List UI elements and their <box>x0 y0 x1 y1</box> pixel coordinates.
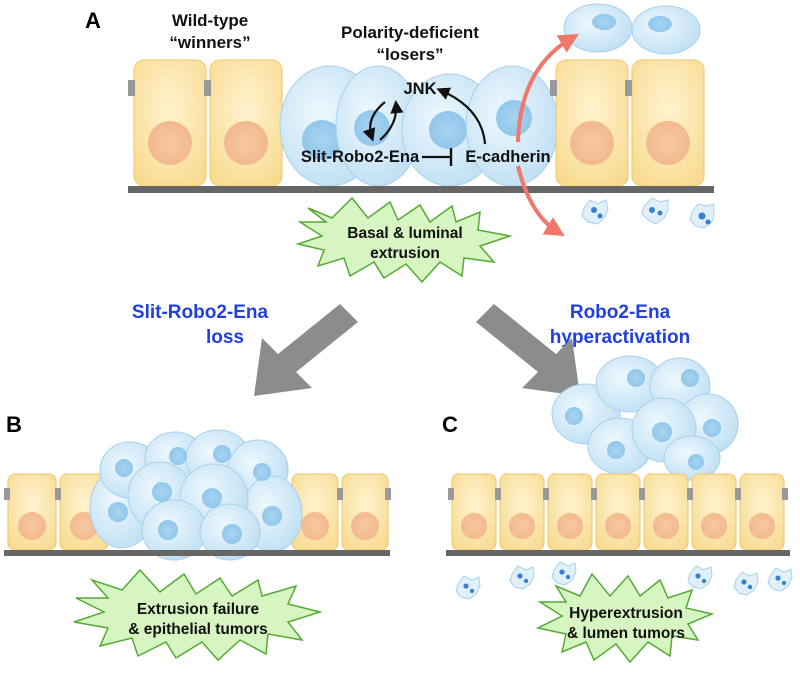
luminal-extrusion-arrow <box>516 33 579 143</box>
lumen-tumor-cluster <box>551 355 739 481</box>
basal-extrusion-arrow <box>516 165 565 237</box>
winner-cell <box>691 473 737 551</box>
ecadherin-to-jnk-arrow <box>436 87 487 145</box>
transition-left: Slit-Robo2-Ena loss <box>132 302 358 396</box>
burst-basal-luminal <box>295 196 513 284</box>
basement-membrane <box>4 550 390 556</box>
burst-b-line2: & epithelial tumors <box>128 621 268 638</box>
winner-cell <box>341 473 389 551</box>
winner-cell <box>499 473 545 551</box>
winner-cell <box>595 473 641 551</box>
inhibition-arrow <box>422 148 453 166</box>
losers-label-line2: “losers” <box>376 45 443 64</box>
winner-cell <box>133 59 207 187</box>
apoptotic-fragment <box>767 567 793 592</box>
transition-right: Robo2-Ena hyperactivation <box>476 302 690 396</box>
cell-junction <box>4 488 10 500</box>
winners-label-line2: “winners” <box>169 33 250 52</box>
cell-junction <box>337 488 343 500</box>
down-right-arrow <box>476 304 580 396</box>
right-arrow-label-line2: hyperactivation <box>550 327 690 348</box>
burst-b-line1: Extrusion failure <box>137 601 260 618</box>
losers-label-line1: Polarity-deficient <box>341 23 479 42</box>
cell-junction <box>448 488 454 500</box>
winners-label-line1: Wild-type <box>172 11 248 30</box>
apoptotic-fragment <box>551 561 577 586</box>
cell-junction <box>543 488 549 500</box>
cell-junction <box>639 488 645 500</box>
burst-c-line1: Hyperextrusion <box>569 605 683 622</box>
panel-a: A Wild-type “winners” Polarity-deficient… <box>85 3 715 284</box>
cell-junction <box>55 488 61 500</box>
right-arrow-label-line1: Robo2-Ena <box>570 302 671 323</box>
cell-junction <box>204 80 211 96</box>
winner-cell <box>631 59 705 187</box>
extruded-loser-cell <box>563 3 633 53</box>
slit-to-jnk-arrow <box>362 101 386 142</box>
burst-extrusion-failure <box>73 568 323 662</box>
cell-junction <box>495 488 501 500</box>
basement-membrane <box>446 550 790 556</box>
basement-membrane <box>128 186 714 193</box>
winner-cell <box>547 473 593 551</box>
winner-cell <box>209 59 283 187</box>
burst-a-line2: extrusion <box>370 245 440 262</box>
cell-junction <box>128 80 135 96</box>
down-left-arrow <box>254 304 358 396</box>
jnk-label: JNK <box>403 80 436 98</box>
apoptotic-fragment <box>689 203 715 229</box>
left-arrow-label-line1: Slit-Robo2-Ena <box>132 302 269 323</box>
cell-junction <box>385 488 391 500</box>
apoptotic-fragment <box>733 571 759 596</box>
cell-junction <box>687 488 693 500</box>
panel-b: B <box>4 412 391 662</box>
cell-junction <box>550 80 557 96</box>
burst-c-line2: & lumen tumors <box>567 625 685 642</box>
panel-b-letter: B <box>6 412 22 437</box>
panel-a-letter: A <box>85 8 101 33</box>
cell-junction <box>735 488 741 500</box>
ecadherin-label: E-cadherin <box>465 148 550 166</box>
winner-cell <box>7 473 57 551</box>
left-arrow-label-line2: loss <box>206 327 244 348</box>
apoptotic-fragment <box>687 565 713 590</box>
jnk-to-slit-arrow <box>379 100 404 141</box>
cell-junction <box>625 80 632 96</box>
winner-cell <box>643 473 689 551</box>
apoptotic-fragment <box>509 565 535 590</box>
apoptotic-fragment <box>455 575 481 600</box>
extruded-loser-cell <box>631 5 701 55</box>
apoptotic-fragment <box>581 199 609 225</box>
slit-robo2-ena-label: Slit-Robo2-Ena <box>301 148 420 166</box>
burst-hyperextrusion <box>535 572 715 664</box>
apoptotic-fragment <box>641 197 669 225</box>
burst-a-line1: Basal & luminal <box>347 225 462 242</box>
winner-cell <box>739 473 785 551</box>
winner-cell <box>555 59 629 187</box>
epithelial-tumor-cluster <box>89 429 303 561</box>
winner-cell <box>291 473 339 551</box>
cell-junction <box>782 488 788 500</box>
panel-c: C <box>442 355 793 664</box>
winner-cell <box>451 473 497 551</box>
cell-junction <box>591 488 597 500</box>
panel-c-letter: C <box>442 412 458 437</box>
